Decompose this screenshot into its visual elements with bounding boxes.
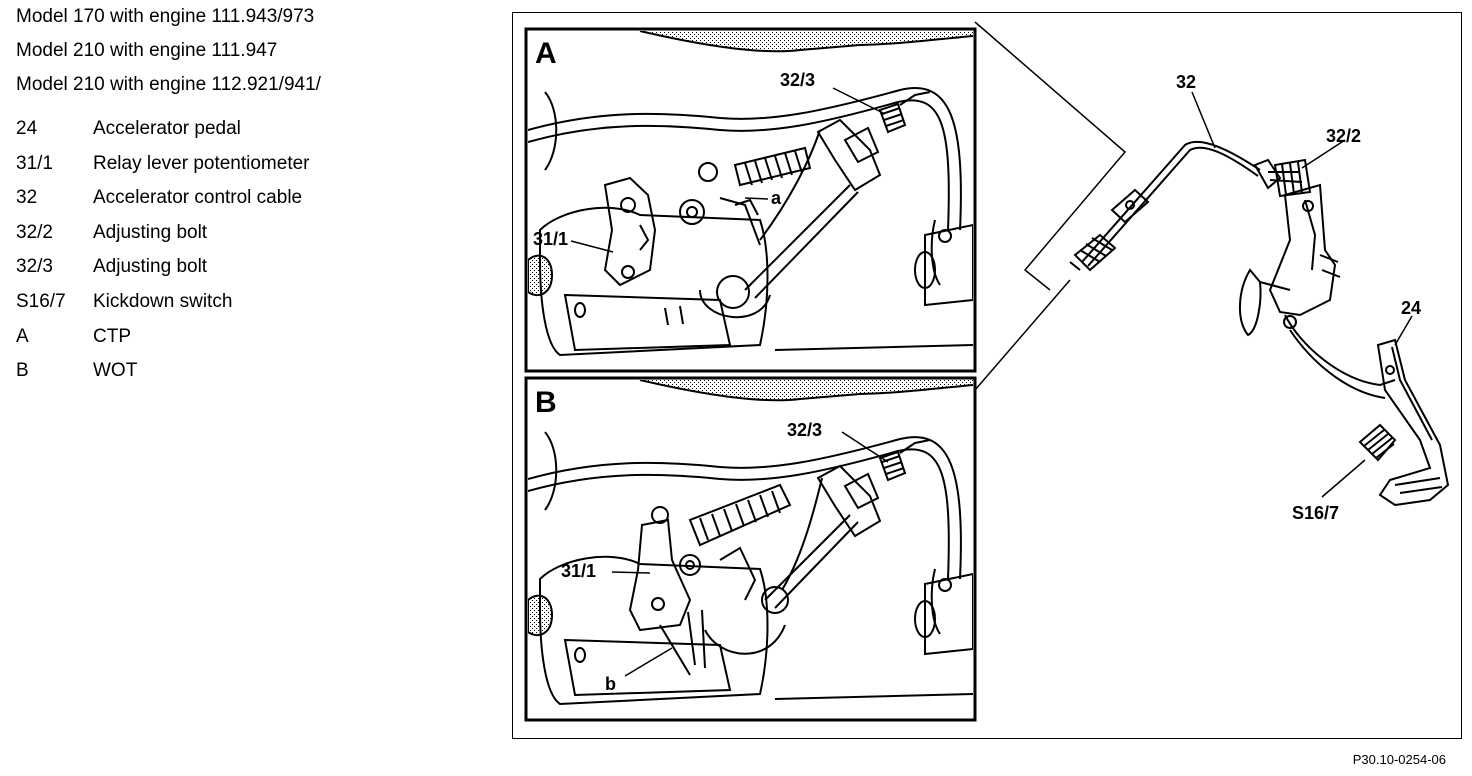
panel-b-letter: B: [535, 386, 557, 419]
legend-desc: Accelerator pedal: [93, 118, 241, 139]
pedal-assembly-drawing: [1069, 140, 1450, 507]
panel-a-letter: A: [535, 37, 557, 70]
callout-31-1-a: 31/1: [533, 229, 569, 249]
legend-row: 31/1 Relay lever potentiometer: [16, 151, 310, 186]
legend-code: 24: [16, 118, 38, 139]
legend-desc: Adjusting bolt: [93, 256, 208, 278]
legend-desc: Accelerator control cable: [93, 187, 303, 209]
model-line: Model 210 with engine 111.947: [16, 40, 278, 61]
callout-s16-7: S16/7: [1292, 503, 1340, 523]
legend-desc: CTP: [93, 325, 131, 347]
legend-row: B WOT: [16, 358, 310, 393]
main-leader-lines: [1191, 91, 1413, 498]
legend-row: S16/7 Kickdown switch: [16, 289, 310, 324]
callout-32: 32: [1176, 72, 1197, 92]
legend-code: B: [16, 360, 29, 382]
callout-32-3-a: 32/3: [780, 70, 816, 90]
legend: 24 Accelerator pedal 31/1 Relay lever po…: [16, 116, 310, 393]
legend-code: 32: [16, 187, 38, 209]
model-line: Model 170 with engine 111.943/973: [16, 6, 315, 27]
legend-code: S16/7: [16, 290, 66, 312]
callout-connector: [974, 21, 1127, 391]
legend-row: A CTP: [16, 324, 310, 359]
callout-31-1-b: 31/1: [561, 561, 597, 581]
model-line: Model 210 with engine 112.921/941/: [16, 74, 321, 95]
callout-24: 24: [1401, 298, 1422, 318]
figure-reference: P30.10-0254-06: [1352, 752, 1446, 767]
legend-desc: WOT: [93, 360, 138, 382]
callout-32-2: 32/2: [1326, 126, 1362, 146]
legend-row: 32/3 Adjusting bolt: [16, 254, 310, 289]
legend-code: 32/3: [16, 256, 53, 278]
legend-row: 32 Accelerator control cable: [16, 185, 310, 220]
callout-32-3-b: 32/3: [787, 420, 823, 440]
legend-row: 24 Accelerator pedal: [16, 116, 310, 151]
callout-b: b: [605, 674, 616, 694]
legend-desc: Adjusting bolt: [93, 221, 208, 243]
legend-code: A: [16, 325, 29, 347]
panel-b-detail: [524, 376, 977, 722]
legend-row: 32/2 Adjusting bolt: [16, 220, 310, 255]
legend-desc: Kickdown switch: [93, 290, 233, 312]
panel-a-detail: [524, 27, 977, 373]
legend-desc: Relay lever potentiometer: [93, 152, 310, 174]
legend-code: 32/2: [16, 221, 53, 243]
figure-frame: [512, 12, 1462, 739]
legend-code: 31/1: [16, 152, 53, 174]
callout-a: a: [771, 188, 782, 208]
model-list: Model 170 with engine 111.943/973 Model …: [16, 4, 321, 106]
